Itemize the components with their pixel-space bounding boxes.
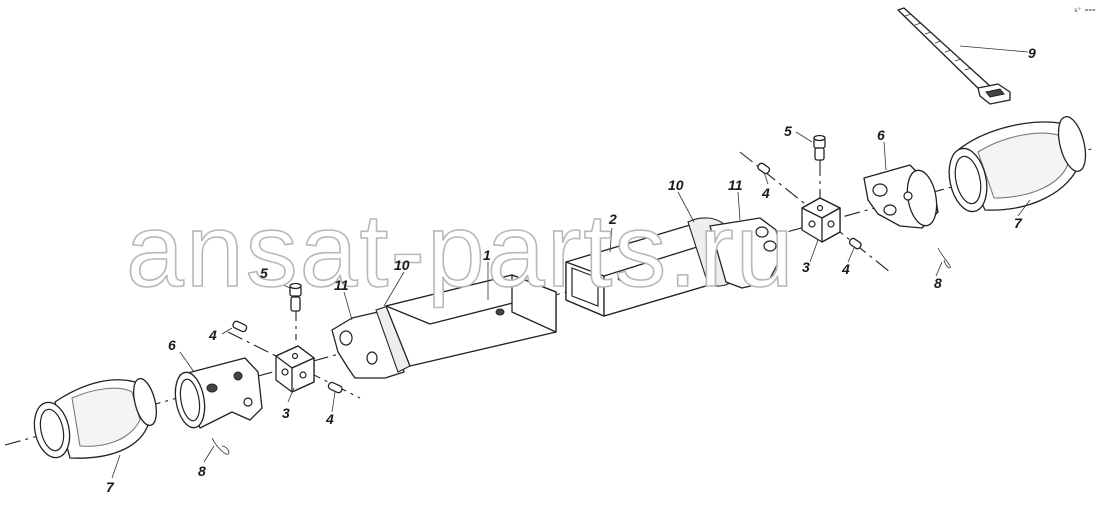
yoke-left-icon	[174, 357, 263, 429]
cap-left-icon	[289, 282, 302, 312]
callout-11-left: 11	[334, 277, 349, 293]
pin-right-upper-icon	[757, 162, 771, 175]
callout-6-left: 6	[168, 337, 176, 353]
callout-10-right: 10	[668, 177, 684, 193]
callout-5-right: 5	[784, 123, 792, 139]
callout-4-right-upper: 4	[761, 185, 770, 201]
callout-3-right: 3	[802, 259, 810, 275]
boot-right-icon	[948, 116, 1087, 213]
callout-9: 9	[1028, 45, 1036, 61]
shaft-yoke-left-icon	[331, 305, 411, 379]
cap-right-icon	[813, 134, 826, 161]
spring-clip-left-icon	[211, 437, 230, 455]
callout-7-right: 7	[1014, 215, 1023, 231]
callout-8-left: 8	[198, 463, 206, 479]
watermark-text: ansat-parts.ru	[126, 193, 796, 309]
spring-clip-right-icon	[937, 247, 951, 269]
callout-7-left: 7	[106, 479, 115, 495]
yoke-right-icon	[863, 164, 939, 229]
shaft-yoke-right-icon	[687, 217, 783, 289]
leader-lines	[111, 45, 1031, 479]
callout-8-right: 8	[934, 275, 942, 291]
tube-1-icon	[385, 274, 557, 367]
callout-11-right: 11	[728, 177, 743, 193]
callout-4-left-upper: 4	[208, 327, 217, 343]
callout-5-left: 5	[260, 265, 268, 281]
pin-right-lower-icon	[848, 237, 862, 250]
corner-mark: s° ===	[1074, 7, 1096, 14]
callout-3-left: 3	[282, 405, 290, 421]
callout-4-right-lower: 4	[841, 261, 850, 277]
cable-tie-icon	[897, 7, 1011, 105]
callout-4-left-lower: 4	[325, 411, 334, 427]
callout-1: 1	[483, 247, 491, 263]
cross-block-right-icon	[801, 197, 841, 243]
pin-left-lower-icon	[327, 381, 343, 394]
callout-2: 2	[608, 211, 617, 227]
pin-left-upper-icon	[232, 320, 248, 333]
boot-left-icon	[33, 377, 157, 459]
callout-6-right: 6	[877, 127, 885, 143]
callout-10-left: 10	[394, 257, 410, 273]
cross-block-left-icon	[275, 345, 315, 393]
